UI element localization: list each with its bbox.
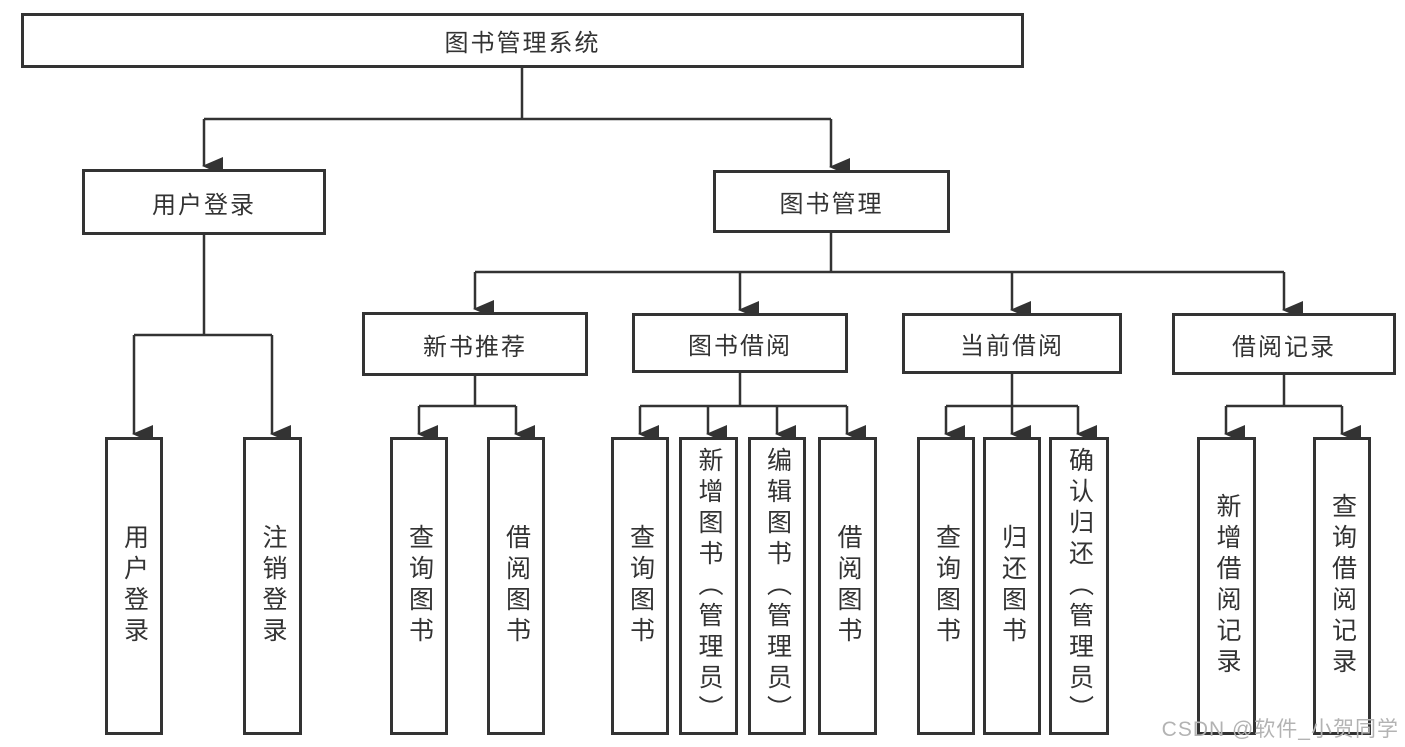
node-new-book-recommend: 新书推荐 [362, 312, 588, 376]
node-user-login: 用户登录 [82, 169, 326, 235]
node-borrowing-records: 借阅记录 [1172, 313, 1396, 375]
leaf-newbook-query-books: 查询图书 [390, 437, 448, 735]
leaf-current-query-books: 查询图书 [917, 437, 975, 735]
leaf-records-add-borrow-record: 新增借阅记录 [1197, 437, 1256, 735]
node-book-management: 图书管理 [713, 170, 950, 233]
node-library-system: 图书管理系统 [21, 13, 1024, 68]
csdn-watermark: CSDN @软件_小贺同学 [1161, 718, 1399, 741]
leaf-current-return-books: 归还图书 [983, 437, 1041, 735]
leaf-borrowing-borrow-books: 借阅图书 [818, 437, 877, 735]
leaf-borrowing-add-books-admin: 新增图书（管理员） [679, 437, 738, 735]
leaf-borrowing-edit-books-admin: 编辑图书（管理员） [748, 437, 806, 735]
leaf-records-query-borrow-record: 查询借阅记录 [1313, 437, 1371, 735]
leaf-current-confirm-return-admin: 确认归还（管理员） [1049, 437, 1109, 735]
leaf-user-login: 用户登录 [105, 437, 163, 735]
node-current-borrowing: 当前借阅 [902, 313, 1122, 374]
leaf-newbook-borrow-books: 借阅图书 [487, 437, 545, 735]
node-book-borrowing: 图书借阅 [632, 313, 848, 373]
leaf-logout: 注销登录 [243, 437, 302, 735]
leaf-borrowing-query-books: 查询图书 [611, 437, 669, 735]
